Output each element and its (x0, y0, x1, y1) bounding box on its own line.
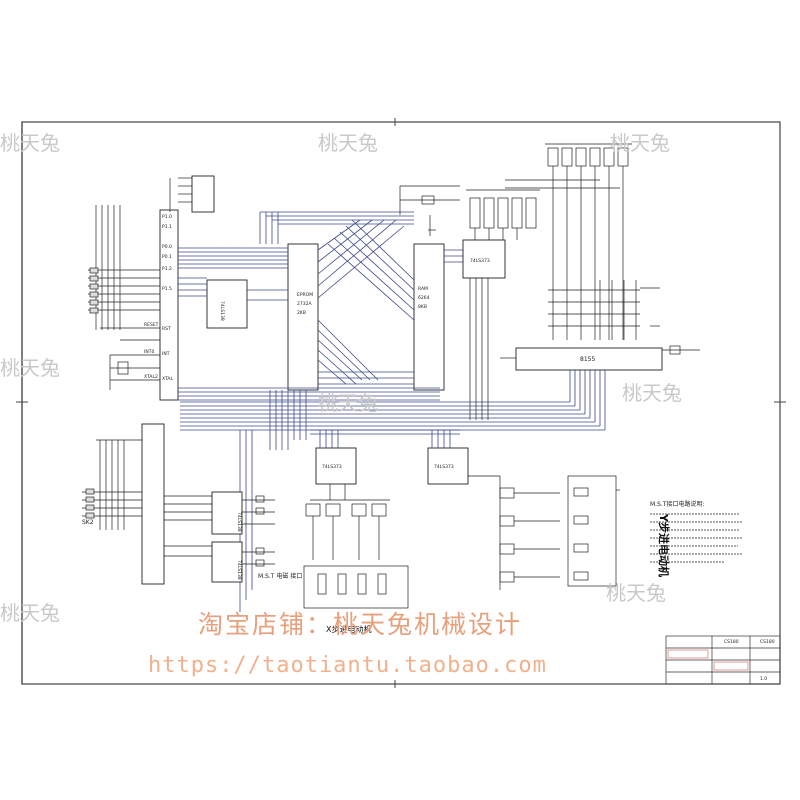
svg-text:XTAL2: XTAL2 (144, 374, 158, 380)
svg-text:INT: INT (162, 351, 170, 357)
latch-74ls373-top: 74LS373 (462, 239, 506, 279)
svg-text:RST: RST (162, 326, 171, 332)
mst-note-lines (650, 513, 742, 563)
svg-text:74LS373: 74LS373 (470, 258, 490, 264)
svg-text:2732A: 2732A (297, 301, 312, 307)
led-driver-array (505, 143, 632, 340)
svg-text:74LS373: 74LS373 (322, 464, 342, 470)
ram-6264: RAM 6264 8KB (413, 243, 445, 391)
svg-text:XTAL: XTAL (162, 376, 173, 382)
mst-note-title: M.S.T接口电路说明: (650, 500, 705, 508)
reset-clock-circuit (100, 327, 160, 390)
chip-top-small (191, 175, 215, 213)
svg-text:74LS373: 74LS373 (434, 464, 454, 470)
input-switch-array (88, 205, 160, 330)
svg-text:74LS138: 74LS138 (236, 560, 242, 580)
svg-text:74LS138: 74LS138 (219, 301, 225, 321)
svg-text:6264: 6264 (418, 295, 430, 301)
svg-text:桃天兔: 桃天兔 (0, 356, 60, 380)
shop-url: https://taotiantu.taobao.com (148, 653, 547, 678)
latch-74ls373-mid1: 74LS373 (315, 447, 357, 485)
y-motor-label: Y步进电动机 (657, 513, 671, 577)
power-supply-circuit (399, 185, 460, 236)
decoder-74ls138-b: 74LS138 (211, 491, 243, 535)
svg-text:桃天兔: 桃天兔 (318, 131, 378, 155)
svg-text:CS180: CS180 (760, 639, 775, 645)
mcu-8031: P1.0P1.1 P0.0P0.1 P1.2P1.5 RST INT XTAL (159, 209, 179, 401)
latch-74ls373-mid2: 74LS373 (427, 447, 469, 485)
svg-text:8KB: 8KB (418, 304, 427, 310)
svg-text:P0.1: P0.1 (162, 254, 172, 260)
svg-text:2KB: 2KB (297, 310, 306, 316)
svg-text:P1.5: P1.5 (162, 286, 172, 292)
svg-text:桃天兔: 桃天兔 (0, 601, 60, 625)
keypad-matrix (548, 280, 660, 340)
svg-text:RAM: RAM (418, 286, 428, 292)
svg-text:桃天兔: 桃天兔 (606, 581, 666, 605)
svg-text:P0.0: P0.0 (162, 244, 172, 250)
svg-text:74LS138: 74LS138 (236, 512, 242, 532)
watermark-group: 桃天兔 桃天兔 桃天兔 桃天兔 桃天兔 桃天兔 桃天兔 桃天兔 (0, 131, 682, 625)
svg-text:EPROM: EPROM (297, 292, 313, 298)
x-stepper-driver (303, 484, 409, 609)
svg-text:M.S.T 电磁 接口: M.S.T 电磁 接口 (258, 572, 302, 580)
decoder-74ls138-top: 74LS138 (206, 279, 248, 329)
svg-text:CS180: CS180 (724, 639, 739, 645)
svg-text:桃天兔: 桃天兔 (610, 131, 670, 155)
eprom-2732: EPROM 2732A 2KB (287, 243, 319, 391)
address-data-bus (178, 211, 606, 612)
svg-text:INT0: INT0 (144, 349, 154, 355)
svg-text:桃天兔: 桃天兔 (318, 391, 378, 415)
x-motor-label: X步进电动机 (326, 624, 371, 634)
y-stepper-driver (468, 475, 620, 590)
shop-name: 淘宝店铺：桃天兔机械设计 (198, 610, 522, 639)
svg-text:P1.0: P1.0 (162, 214, 172, 220)
svg-text:P1.2: P1.2 (162, 266, 172, 272)
seven-seg-display (466, 189, 540, 420)
svg-text:SK2: SK2 (82, 519, 94, 526)
svg-text:桃天兔: 桃天兔 (622, 381, 682, 405)
io-chip-lower (141, 423, 165, 585)
title-block: CS180 CS180 1.0 (665, 635, 781, 685)
svg-text:桃天兔: 桃天兔 (0, 131, 60, 155)
ppi-8155: 8155 (515, 347, 663, 371)
svg-text:8155: 8155 (580, 356, 595, 363)
lower-switch-array (82, 439, 142, 530)
decoder-74ls138-c: 74LS138 (211, 541, 243, 583)
svg-text:P1.1: P1.1 (162, 224, 172, 230)
svg-text:1.0: 1.0 (760, 676, 767, 682)
svg-text:RESET: RESET (144, 322, 159, 328)
